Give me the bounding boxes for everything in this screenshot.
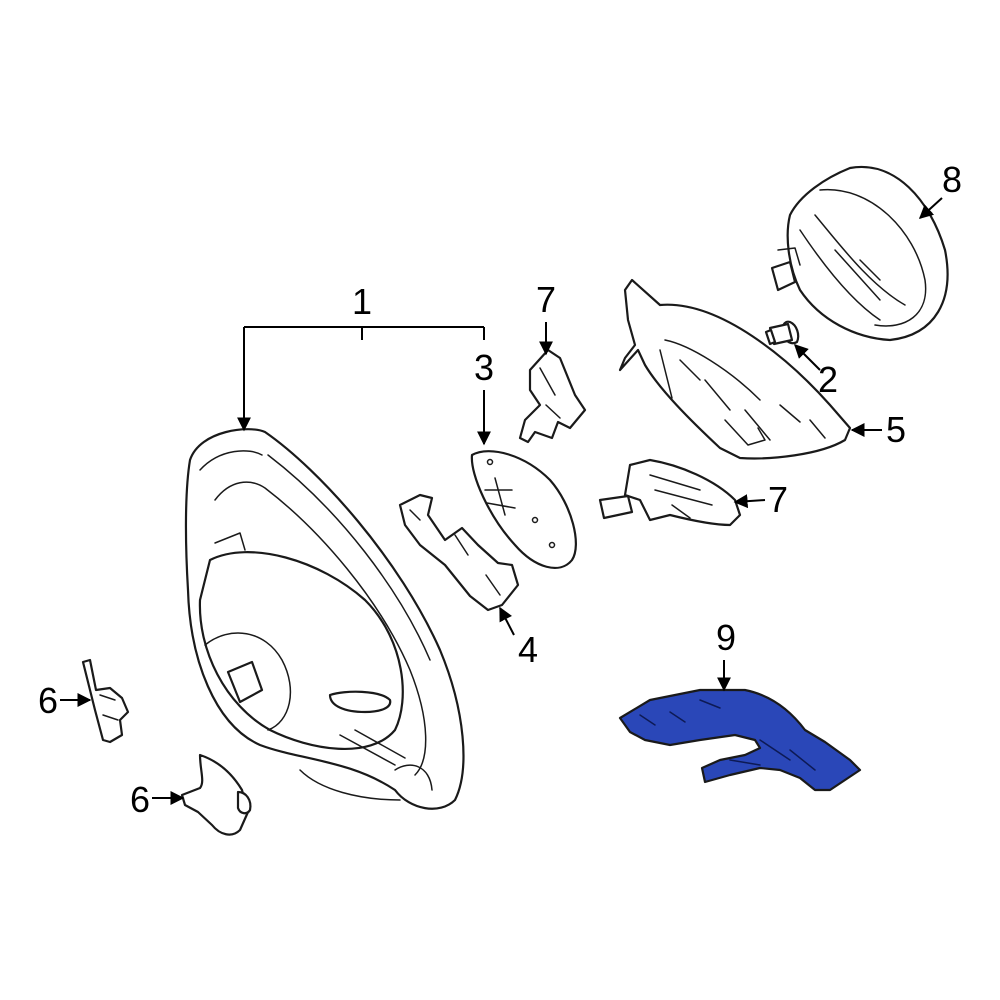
switch-lower-part[interactable]: [598, 458, 742, 527]
switch-upper-part[interactable]: [518, 348, 587, 444]
callout-1: 1: [352, 281, 372, 322]
callout-6-upper: 6: [38, 680, 58, 721]
trim-cover-part-highlighted[interactable]: [618, 688, 862, 792]
cover-part[interactable]: [618, 278, 852, 460]
callout-4: 4: [518, 629, 538, 670]
horn-module-part[interactable]: [770, 165, 949, 342]
plate-part[interactable]: [470, 450, 577, 569]
callout-6-lower: 6: [130, 779, 150, 820]
steering-wheel-part[interactable]: [184, 428, 465, 810]
callout-8: 8: [942, 159, 962, 200]
callout-9: 9: [716, 617, 736, 658]
callout-2: 2: [818, 359, 838, 400]
callout-7-lower: 7: [768, 479, 788, 520]
callout-7-upper: 7: [536, 279, 556, 320]
callout-3: 3: [474, 347, 494, 388]
bracket-part[interactable]: [398, 493, 520, 612]
bolt-part[interactable]: [764, 320, 800, 346]
paddle-upper-part[interactable]: [81, 658, 130, 744]
callout-5: 5: [886, 409, 906, 450]
paddle-lower-part[interactable]: [180, 753, 252, 836]
leader-lines: [60, 197, 943, 805]
